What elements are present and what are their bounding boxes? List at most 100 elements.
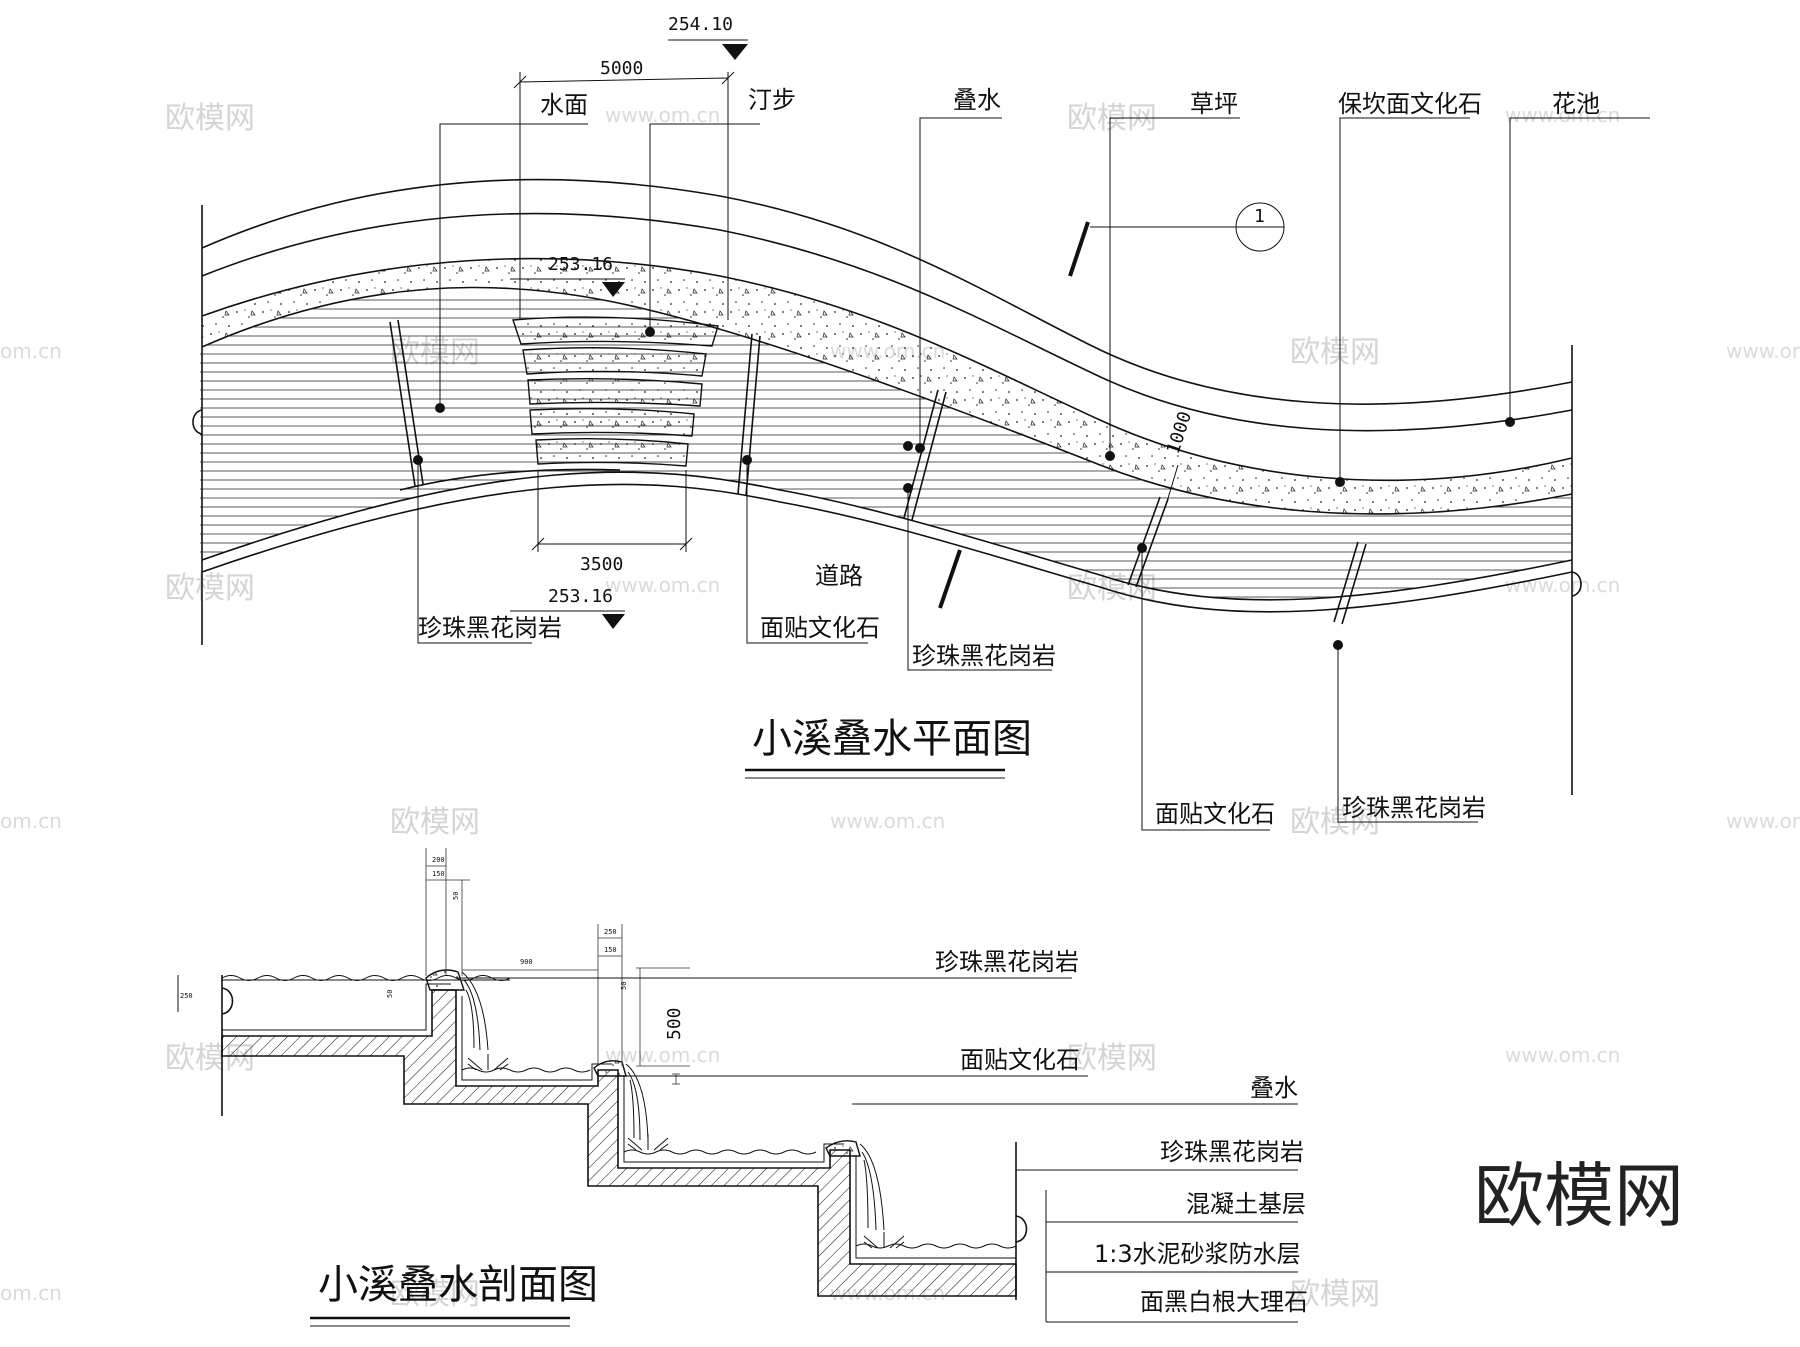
- label-retaining-stone: 保坎面文化石: [1338, 90, 1482, 118]
- break-mark: [1015, 1215, 1028, 1243]
- stepping-stones: [512, 316, 719, 467]
- plan-title: 小溪叠水平面图: [752, 716, 1032, 762]
- label-marble: 面黑白根大理石: [1140, 1288, 1308, 1316]
- small-dim: 50: [452, 892, 460, 900]
- water-inner-curve: [399, 468, 621, 491]
- dim-5000: 5000: [600, 58, 643, 79]
- cascade-streams: [461, 971, 885, 1231]
- watermark-text: 欧模网: [1067, 571, 1157, 606]
- break-mark-left: [192, 409, 203, 435]
- elevation-triangle-icon: [722, 44, 748, 60]
- label-granite-2: 珍珠黑花岗岩: [912, 642, 1056, 670]
- label-concrete-base: 混凝土基层: [1186, 1190, 1306, 1218]
- waterproof-layer: [623, 1076, 844, 1163]
- label-flower-bed: 花池: [1552, 90, 1600, 118]
- granite-coping: [593, 1060, 627, 1077]
- granite-coping: [425, 969, 465, 991]
- watermark-url: www.om.cn: [1505, 1043, 1620, 1067]
- label-road: 道路: [815, 562, 863, 590]
- stone-band-edge-bottom: [201, 286, 1573, 515]
- label-water-surface: 水面: [540, 91, 588, 119]
- label-granite-top: 珍珠黑花岗岩: [935, 948, 1079, 976]
- watermark-url: www.om.cn: [1505, 103, 1620, 127]
- watermark-url: om.cn: [0, 1281, 62, 1305]
- stepping-stone: [535, 437, 689, 467]
- break-mark: [221, 987, 234, 1015]
- watermark-url: www.om.cn: [605, 1043, 720, 1067]
- dim-1000: 1000: [1163, 409, 1196, 457]
- dimension-5000: 5000: [513, 58, 735, 320]
- flower-bed-curve-2: [201, 212, 1573, 432]
- small-dim: 150: [432, 870, 445, 878]
- watermark-url: www.om.cn: [605, 573, 720, 597]
- stream-bottom-edge: [201, 471, 1573, 601]
- flower-bed-curve-1: [201, 178, 1573, 405]
- elev-253-16-bottom: 253.16: [548, 586, 613, 607]
- plan-view: 5000 3500 1000 254.10 253.16 253: [192, 14, 1650, 831]
- dimension-3500: 3500: [531, 470, 693, 575]
- elevation-triangle-icon: [602, 614, 625, 629]
- watermark-url: www.om.cn: [605, 103, 720, 127]
- break-mark-right: [1571, 571, 1582, 597]
- plan-leaders: [413, 117, 1650, 831]
- stepping-stone: [522, 347, 707, 377]
- granite-band: [1127, 496, 1169, 588]
- stepping-stone: [529, 407, 695, 437]
- watermark-text: 欧模网: [1290, 1277, 1380, 1312]
- granite-cross-bands: [389, 319, 1367, 625]
- label-stepping-stones: 汀步: [748, 86, 796, 114]
- watermark-url: www.om.cn: [830, 809, 945, 833]
- watermark-text: 欧模网: [165, 571, 255, 606]
- watermark-text: 欧模网: [165, 101, 255, 136]
- label-culture-stone: 面贴文化石: [960, 1046, 1080, 1074]
- water-wave: [461, 1067, 591, 1073]
- watermark-url: www.om.cn: [1726, 339, 1800, 363]
- brand-logo: 欧模网: [1474, 1155, 1684, 1237]
- granite-band: [1333, 541, 1367, 625]
- elev-253-16-mid: 253.16: [548, 254, 613, 275]
- label-granite-section: 珍珠黑花岗岩: [1160, 1138, 1304, 1166]
- elevation-triangle-icon: [602, 282, 625, 297]
- small-dim: 150: [604, 946, 617, 954]
- concrete-base-hatch: [221, 989, 1017, 1297]
- label-culture-stone-1: 面贴文化石: [760, 614, 880, 642]
- small-dim: 50: [386, 990, 394, 998]
- granite-band: [903, 389, 947, 521]
- small-dim: 200: [432, 856, 445, 864]
- label-cascade: 叠水: [953, 86, 1001, 114]
- section-leaders: [456, 977, 1298, 1323]
- label-waterproof: 1:3水泥砂浆防水层: [1094, 1240, 1301, 1268]
- water-wave: [623, 1149, 817, 1155]
- watermark-url: www.om.cn: [1505, 573, 1620, 597]
- label-granite-1: 珍珠黑花岗岩: [418, 614, 562, 642]
- label-cascade-section: 叠水: [1250, 1074, 1298, 1102]
- small-dim: 250: [180, 992, 193, 1000]
- section-dimensions: 200 150 50 900 250 150 50 500 50: [386, 848, 690, 1085]
- elevation-top: 254.10: [668, 14, 748, 60]
- watermark-text: 欧模网: [390, 1277, 480, 1312]
- waterproof-layer: [855, 1156, 1016, 1259]
- section-number: 1: [1254, 206, 1265, 227]
- dim-3500: 3500: [580, 554, 623, 575]
- watermark-url: www.om.cn: [1726, 809, 1800, 833]
- waterproof-layer: [461, 996, 612, 1081]
- splash-marks: [467, 1054, 905, 1249]
- waterproof-layer: [222, 983, 450, 1031]
- granite-coping: [825, 1140, 861, 1157]
- elevation-bottom: 253.16: [510, 586, 625, 629]
- label-lawn: 草坪: [1190, 90, 1238, 118]
- elev-254-10: 254.10: [668, 14, 733, 35]
- small-dim: 900: [520, 958, 533, 966]
- small-dim: 50: [620, 982, 628, 990]
- section-view: 250: [177, 848, 1308, 1327]
- dim-500: 500: [664, 1007, 685, 1040]
- stream-bottom-edge-2: [201, 483, 1573, 613]
- granite-band: [737, 333, 761, 497]
- elevation-mid: 253.16: [510, 254, 625, 297]
- label-culture-stone-2: 面贴文化石: [1155, 800, 1275, 828]
- watermark-url: om.cn: [0, 339, 62, 363]
- retaining-stone-band: [202, 258, 1572, 514]
- watermark-text: 欧模网: [1067, 1041, 1157, 1076]
- water-wave: [855, 1243, 1017, 1249]
